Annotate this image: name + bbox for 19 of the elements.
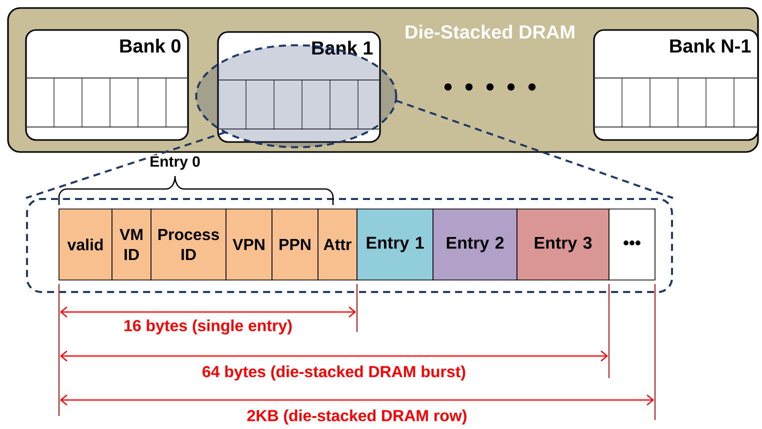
field-cell: Entry 2: [432, 208, 518, 280]
field-cell: VPN: [226, 208, 272, 280]
dimension-label: 64 bytes (die-stacked DRAM burst): [202, 366, 466, 380]
dimension-label: 2KB (die-stacked DRAM row): [247, 410, 466, 424]
memory-bank: Bank N-1: [593, 29, 759, 141]
field-cell: PPN: [272, 208, 318, 280]
field-cell: VM ID: [112, 208, 152, 280]
zoom-line: [26, 131, 226, 199]
dimension-label: 16 bytes (single entry): [124, 320, 292, 334]
field-cell: valid: [58, 208, 112, 280]
field-cell: Entry 1: [356, 208, 434, 280]
zoom-box: [26, 198, 673, 293]
field-cell: Process ID: [150, 208, 226, 280]
field-cell: Attr: [318, 208, 358, 280]
brace-label: Entry 0: [150, 156, 200, 170]
field-cell: Entry 3: [516, 208, 610, 280]
memory-bank: Bank 0: [25, 29, 189, 141]
zoom-line: [395, 100, 674, 199]
field-cell: •••: [608, 208, 656, 280]
